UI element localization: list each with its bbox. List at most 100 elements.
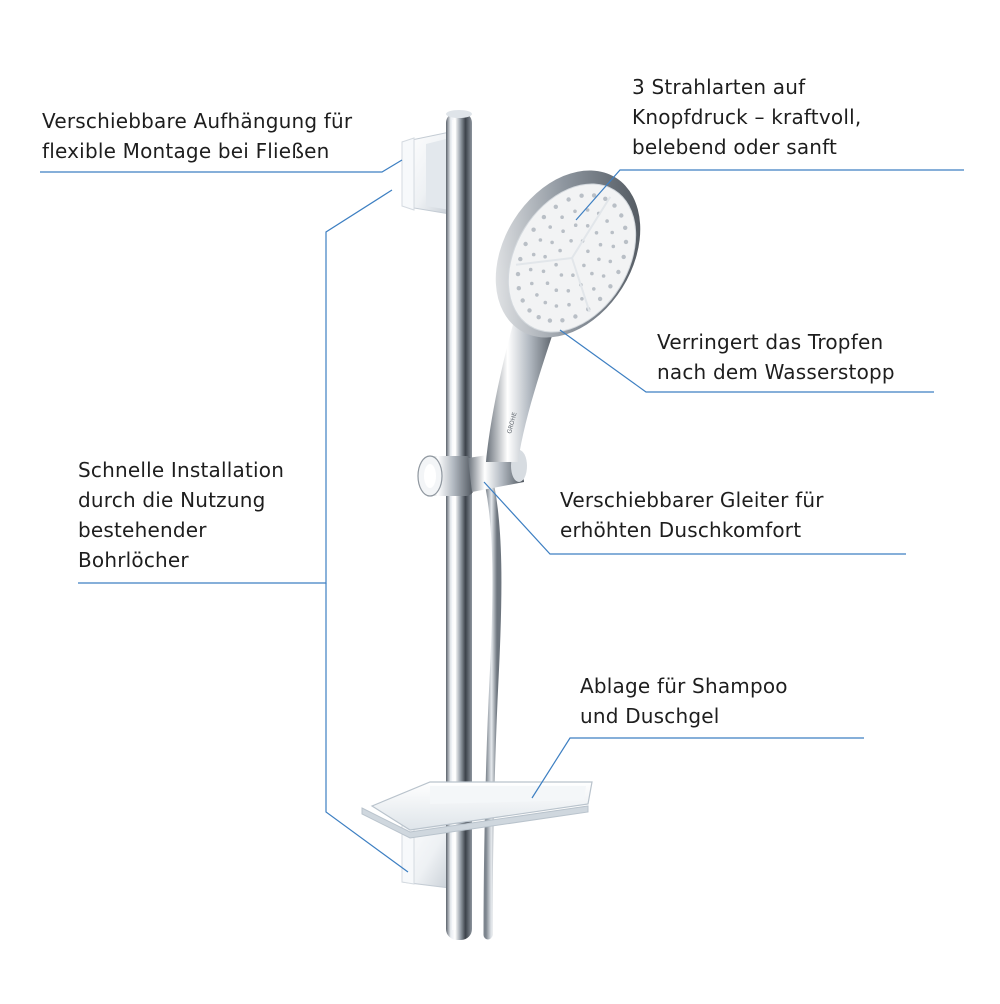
- callout-shelf-line-1: Ablage für Shampoo: [580, 674, 788, 698]
- spray-nozzle-62: [579, 193, 584, 198]
- spray-nozzle-56: [518, 256, 523, 262]
- spray-nozzle-35: [538, 238, 543, 242]
- callout-install-line-2: durch die Nutzung: [78, 488, 266, 512]
- spray-nozzle-67: [623, 225, 628, 230]
- spray-sector-divider-0: [571, 196, 612, 259]
- spray-nozzle-57: [523, 241, 528, 247]
- spray-nozzle-52: [527, 308, 532, 313]
- spray-nozzle-51: [536, 315, 541, 320]
- spray-nozzle-10: [597, 257, 601, 262]
- callout-glider-line-2: erhöhten Duschkomfort: [560, 518, 802, 542]
- spray-nozzle-34: [531, 252, 536, 257]
- spray-nozzle-43: [621, 254, 626, 260]
- leader-line-drip: [559, 329, 934, 393]
- spray-nozzle-6: [558, 248, 562, 253]
- spray-nozzle-33: [528, 267, 533, 272]
- callout-install-line-3: bestehender: [78, 518, 207, 542]
- spray-nozzle-32: [530, 281, 534, 286]
- callout-hanger-line-1: Verschiebbare Aufhängung für: [42, 109, 353, 133]
- callout-shelf-line-2: und Duschgel: [580, 704, 720, 728]
- spray-nozzle-63: [591, 193, 597, 198]
- callout-hanger-line-2: flexible Montage bei Fließen: [42, 139, 330, 163]
- leader-line-sprays: [575, 169, 964, 221]
- leader-line-hanger: [40, 159, 403, 173]
- callout-sprays: 3 Strahlarten auf Knopfdruck – kraftvoll…: [632, 72, 861, 162]
- spray-nozzle-3: [571, 273, 575, 278]
- spray-nozzle-54: [516, 286, 521, 291]
- spray-nozzle-61: [566, 197, 571, 202]
- spray-nozzle-46: [597, 296, 603, 302]
- callout-drip-line-2: nach dem Wasserstopp: [657, 360, 895, 384]
- spray-nozzle-50: [547, 318, 553, 323]
- hand-shower-head: [495, 170, 641, 338]
- spray-nozzle-66: [619, 213, 624, 218]
- spray-nozzle-41: [605, 219, 609, 223]
- spray-nozzle-19: [561, 229, 565, 233]
- spray-nozzle-36: [548, 225, 552, 229]
- spray-nozzle-30: [543, 300, 548, 305]
- spray-nozzle-60: [553, 204, 558, 209]
- spray-nozzle-11: [590, 271, 594, 276]
- spray-nozzle-65: [612, 203, 617, 208]
- spray-nozzle-13: [566, 289, 571, 293]
- spray-nozzle-15: [545, 281, 550, 286]
- spray-nozzle-20: [573, 223, 578, 227]
- shower-hose: [481, 465, 502, 940]
- spray-nozzle-23: [611, 244, 616, 249]
- spray-nozzle-44: [616, 269, 621, 275]
- spray-nozzle-48: [573, 314, 578, 319]
- spray-nozzle-2: [582, 263, 586, 268]
- spray-nozzle-26: [592, 287, 596, 291]
- spray-nozzle-1: [586, 249, 590, 254]
- callout-glider-line-1: Verschiebbarer Gleiter für: [560, 488, 824, 512]
- leader-line-install: [78, 189, 393, 584]
- spray-nozzle-4: [559, 273, 564, 277]
- spray-nozzle-25: [601, 274, 606, 278]
- spray-nozzle-45: [608, 284, 613, 289]
- spray-nozzle-22: [610, 230, 614, 235]
- spray-nozzle-37: [560, 215, 564, 219]
- spray-nozzles: [515, 193, 629, 323]
- spray-nozzle-16: [541, 269, 546, 274]
- callout-install-line-1: Schnelle Installation: [78, 458, 285, 482]
- spray-nozzle-27: [580, 297, 584, 301]
- spray-nozzle-21: [585, 224, 590, 228]
- spray-nozzle-53: [520, 298, 525, 303]
- spray-nozzle-38: [573, 209, 577, 214]
- callout-drip: Verringert das Tropfen nach dem Wasserst…: [657, 327, 895, 387]
- spray-sector-divider-2: [515, 257, 573, 266]
- spray-nozzle-31: [535, 293, 539, 297]
- spray-nozzle-7: [569, 239, 573, 243]
- leader-line-install-lower: [325, 583, 409, 873]
- callout-sprays-line-1: 3 Strahlarten auf: [632, 75, 806, 99]
- spray-nozzle-17: [543, 254, 547, 259]
- callout-drip-line-1: Verringert das Tropfen: [657, 330, 884, 354]
- spray-nozzle-14: [554, 288, 559, 293]
- leader-line-glider: [483, 481, 906, 555]
- leader-line-shelf: [531, 737, 864, 799]
- spray-nozzle-28: [567, 302, 571, 307]
- callout-sprays-line-3: belebend oder sanft: [632, 135, 838, 159]
- spray-nozzle-64: [603, 196, 608, 201]
- soap-shelf: [361, 781, 593, 839]
- spray-nozzle-18: [550, 240, 554, 245]
- spray-nozzle-9: [598, 242, 603, 247]
- spray-nozzle-59: [541, 214, 547, 220]
- callout-install: Schnelle Installation durch die Nutzung …: [78, 455, 284, 575]
- spray-nozzle-49: [560, 318, 565, 323]
- spray-nozzle-24: [608, 259, 613, 264]
- spray-nozzle-55: [515, 271, 521, 277]
- spray-nozzle-58: [531, 227, 536, 232]
- callout-hanger: Verschiebbare Aufhängung für flexible Mo…: [42, 106, 352, 166]
- callout-shelf: Ablage für Shampoo und Duschgel: [580, 671, 788, 731]
- hand-shower-handle: [486, 300, 558, 462]
- callout-glider: Verschiebbarer Gleiter für erhöhten Dusc…: [560, 485, 824, 545]
- callout-install-line-4: Bohrlöcher: [78, 548, 189, 572]
- spray-sector-divider-1: [571, 257, 591, 313]
- spray-nozzle-39: [585, 208, 590, 212]
- callout-sprays-line-2: Knopfdruck – kraftvoll,: [632, 105, 862, 129]
- spray-nozzle-29: [554, 304, 559, 308]
- spray-nozzle-42: [623, 239, 629, 245]
